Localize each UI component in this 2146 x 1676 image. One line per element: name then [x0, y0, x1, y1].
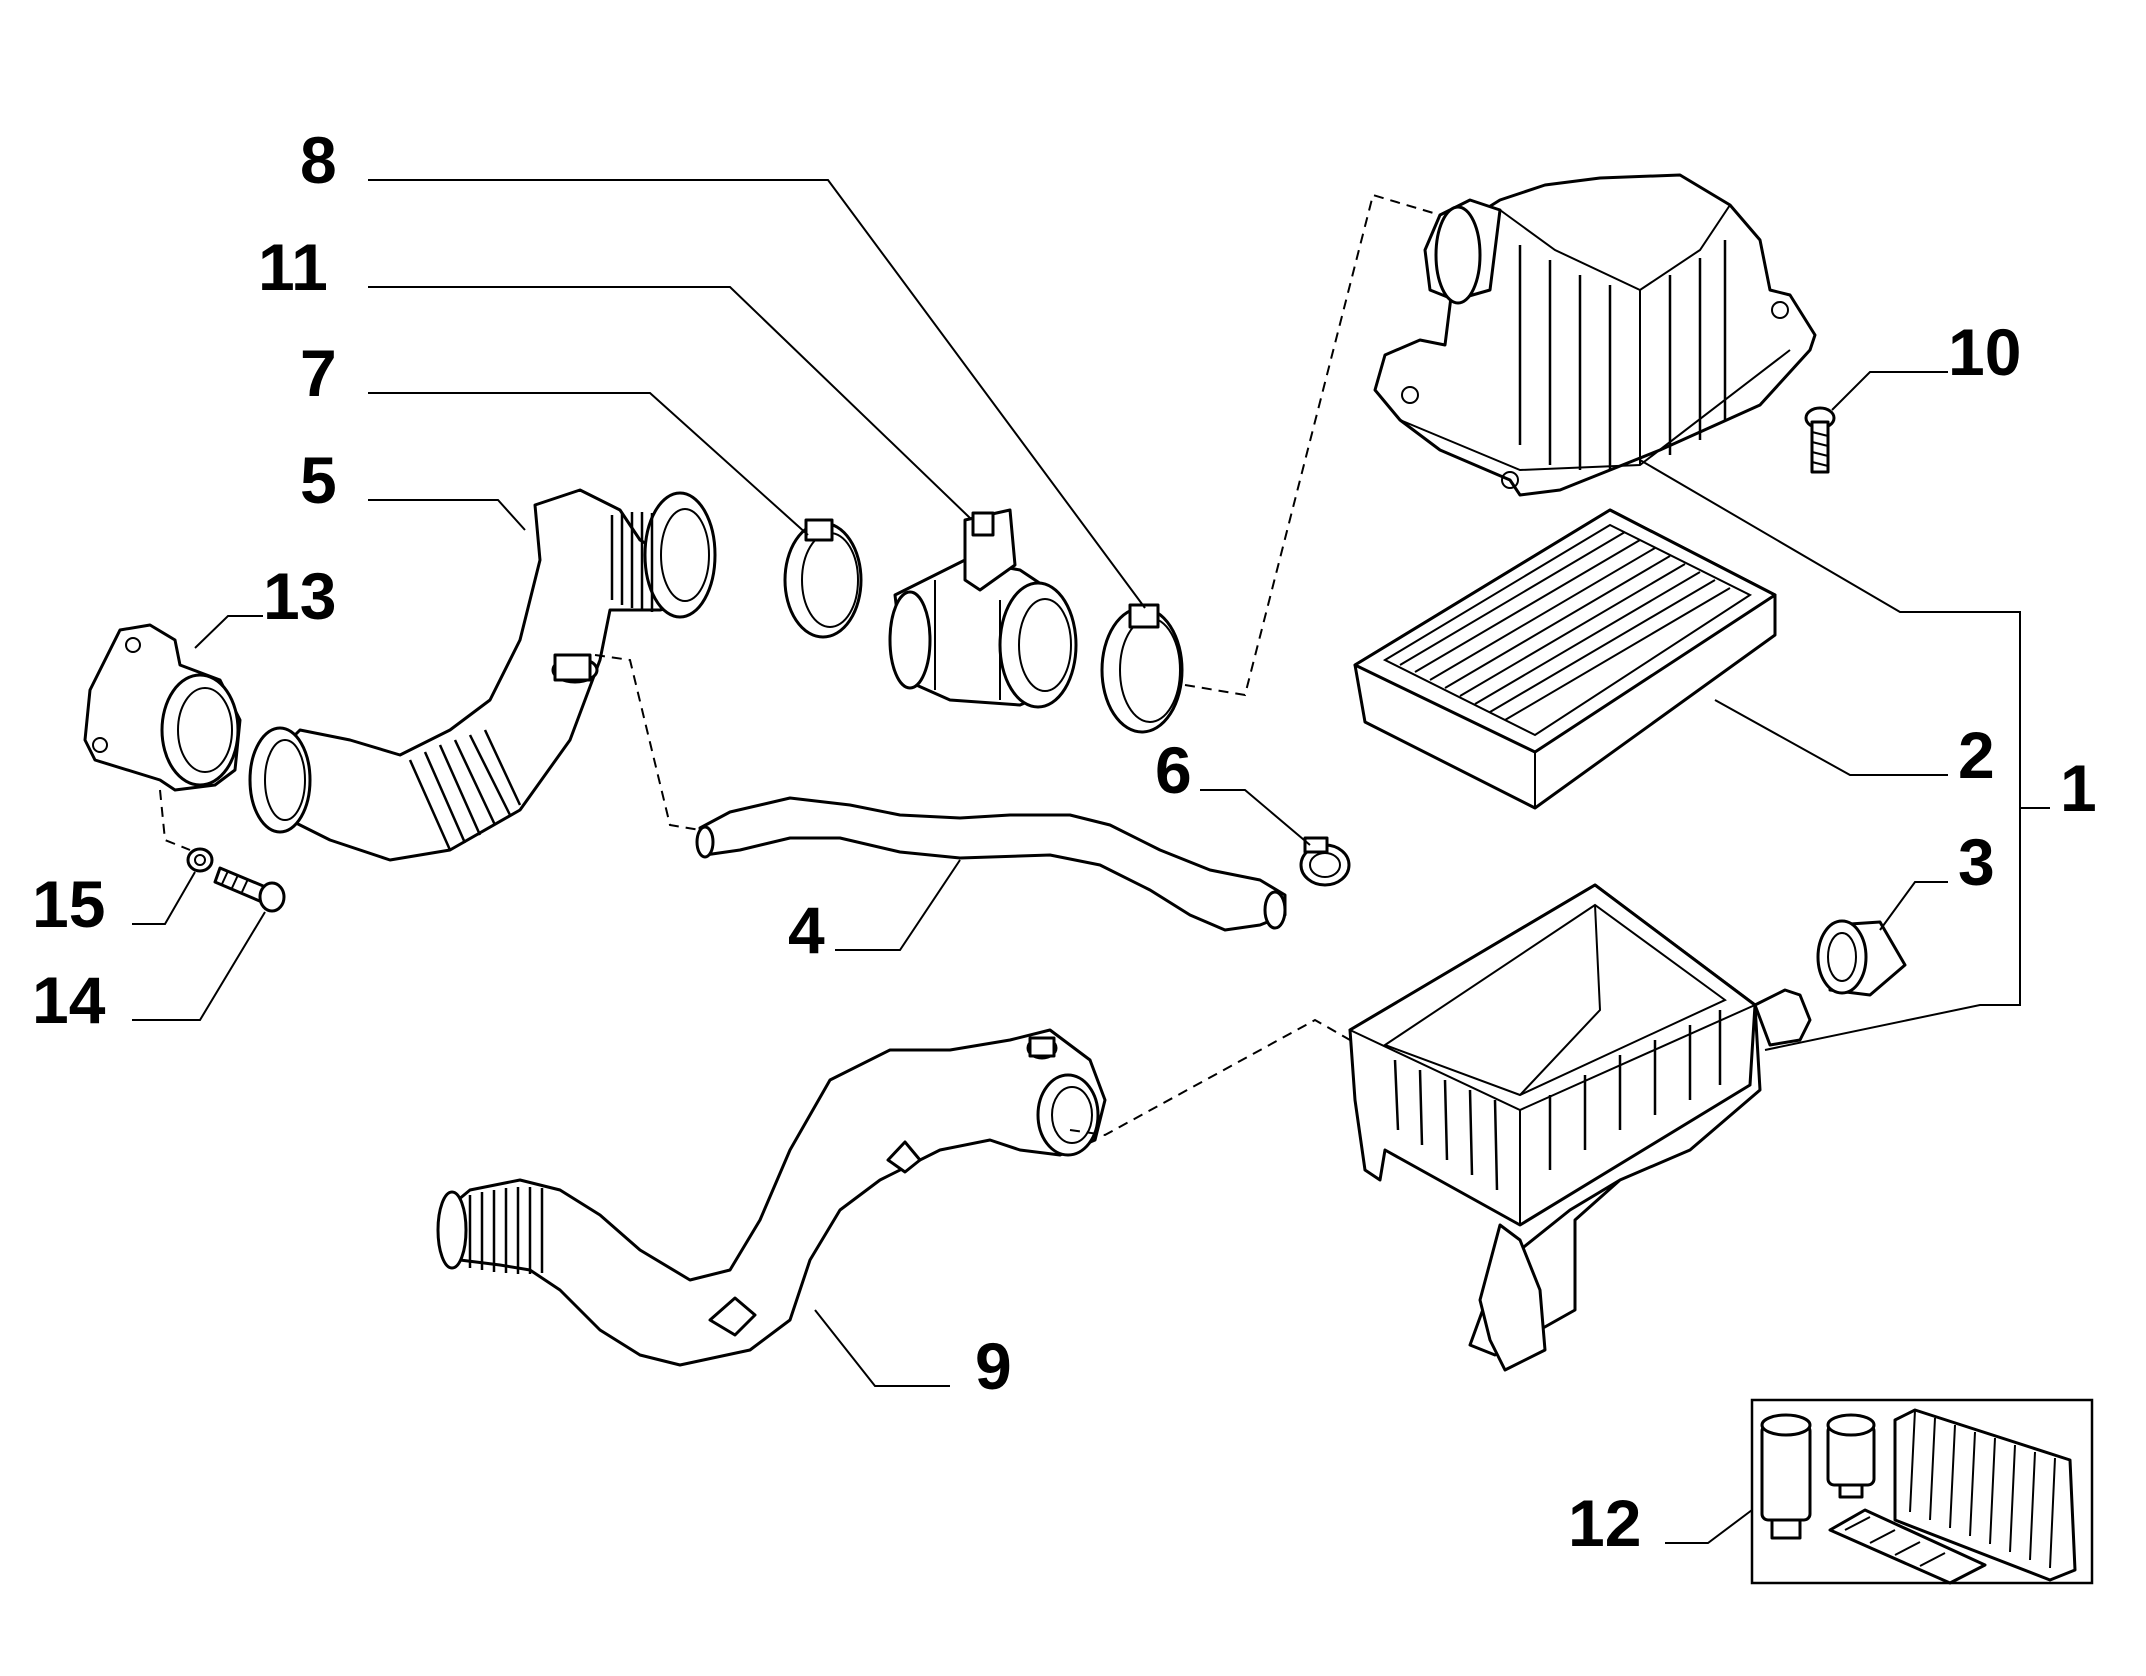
callout-6: 6	[1155, 733, 1192, 807]
leader-line-12	[1665, 1509, 1753, 1544]
oil-filter-small	[1826, 1413, 1876, 1499]
callout-5: 5	[300, 443, 337, 517]
air-filter-cover	[1373, 173, 1817, 497]
cabin-filter	[1828, 1508, 1987, 1585]
air-filter-kit	[1893, 1408, 2077, 1582]
leader-line-8	[368, 179, 1146, 609]
leader-line-13	[194, 615, 263, 649]
washer	[186, 847, 214, 873]
oil-filter-large	[1760, 1413, 1812, 1540]
leader-line-7	[368, 392, 809, 536]
flange	[83, 623, 242, 792]
leader-lines	[132, 179, 2050, 1544]
intake-grommet	[1816, 919, 1907, 997]
hose-clamp-6	[1299, 836, 1351, 887]
leader-line-6	[1200, 789, 1311, 846]
dashed-line-flange	[159, 789, 191, 851]
callout-15: 15	[32, 867, 105, 941]
leader-line-10	[1831, 371, 1948, 411]
screw	[1804, 406, 1836, 474]
dashed-line-duct	[1069, 1018, 1351, 1137]
intake-duct	[436, 1028, 1107, 1367]
breather-hose	[695, 796, 1287, 932]
leader-line-15	[132, 871, 196, 925]
callout-2: 2	[1958, 718, 1995, 792]
dashed-line-cover	[1184, 193, 1441, 697]
callout-4: 4	[788, 893, 825, 967]
callout-9: 9	[975, 1329, 1012, 1403]
leader-line-5	[368, 499, 526, 531]
callout-10: 10	[1948, 315, 2021, 389]
callout-14: 14	[32, 963, 106, 1037]
dashed-line-hose	[594, 654, 701, 831]
callout-7: 7	[300, 336, 337, 410]
air-filter-housing	[1348, 883, 1812, 1372]
service-kit-box	[1750, 1398, 2094, 1585]
assembly-lines	[159, 193, 1441, 1137]
hose-clamp-7	[783, 518, 863, 639]
callout-8: 8	[300, 123, 337, 197]
callout-1: 1	[2060, 751, 2097, 825]
leader-line-11	[368, 286, 971, 519]
air-flow-meter	[888, 508, 1078, 709]
leader-line-2	[1714, 699, 1948, 776]
leader-line-9	[814, 1309, 950, 1387]
callout-12: 12	[1568, 1486, 1641, 1560]
hose-clamp-8	[1100, 603, 1184, 734]
callout-3: 3	[1958, 825, 1995, 899]
callout-13: 13	[263, 559, 336, 633]
leader-line-14	[132, 911, 266, 1021]
intake-hose	[248, 488, 717, 862]
leader-line-3	[1879, 881, 1948, 931]
bolt	[213, 866, 286, 913]
callout-11: 11	[258, 230, 328, 304]
leader-line-4	[835, 859, 961, 951]
air-filter-element	[1353, 508, 1777, 810]
callout-labels: 8 11 7 5 13 15 14 4 6 9 10 2 1 3 12	[32, 123, 2097, 1560]
